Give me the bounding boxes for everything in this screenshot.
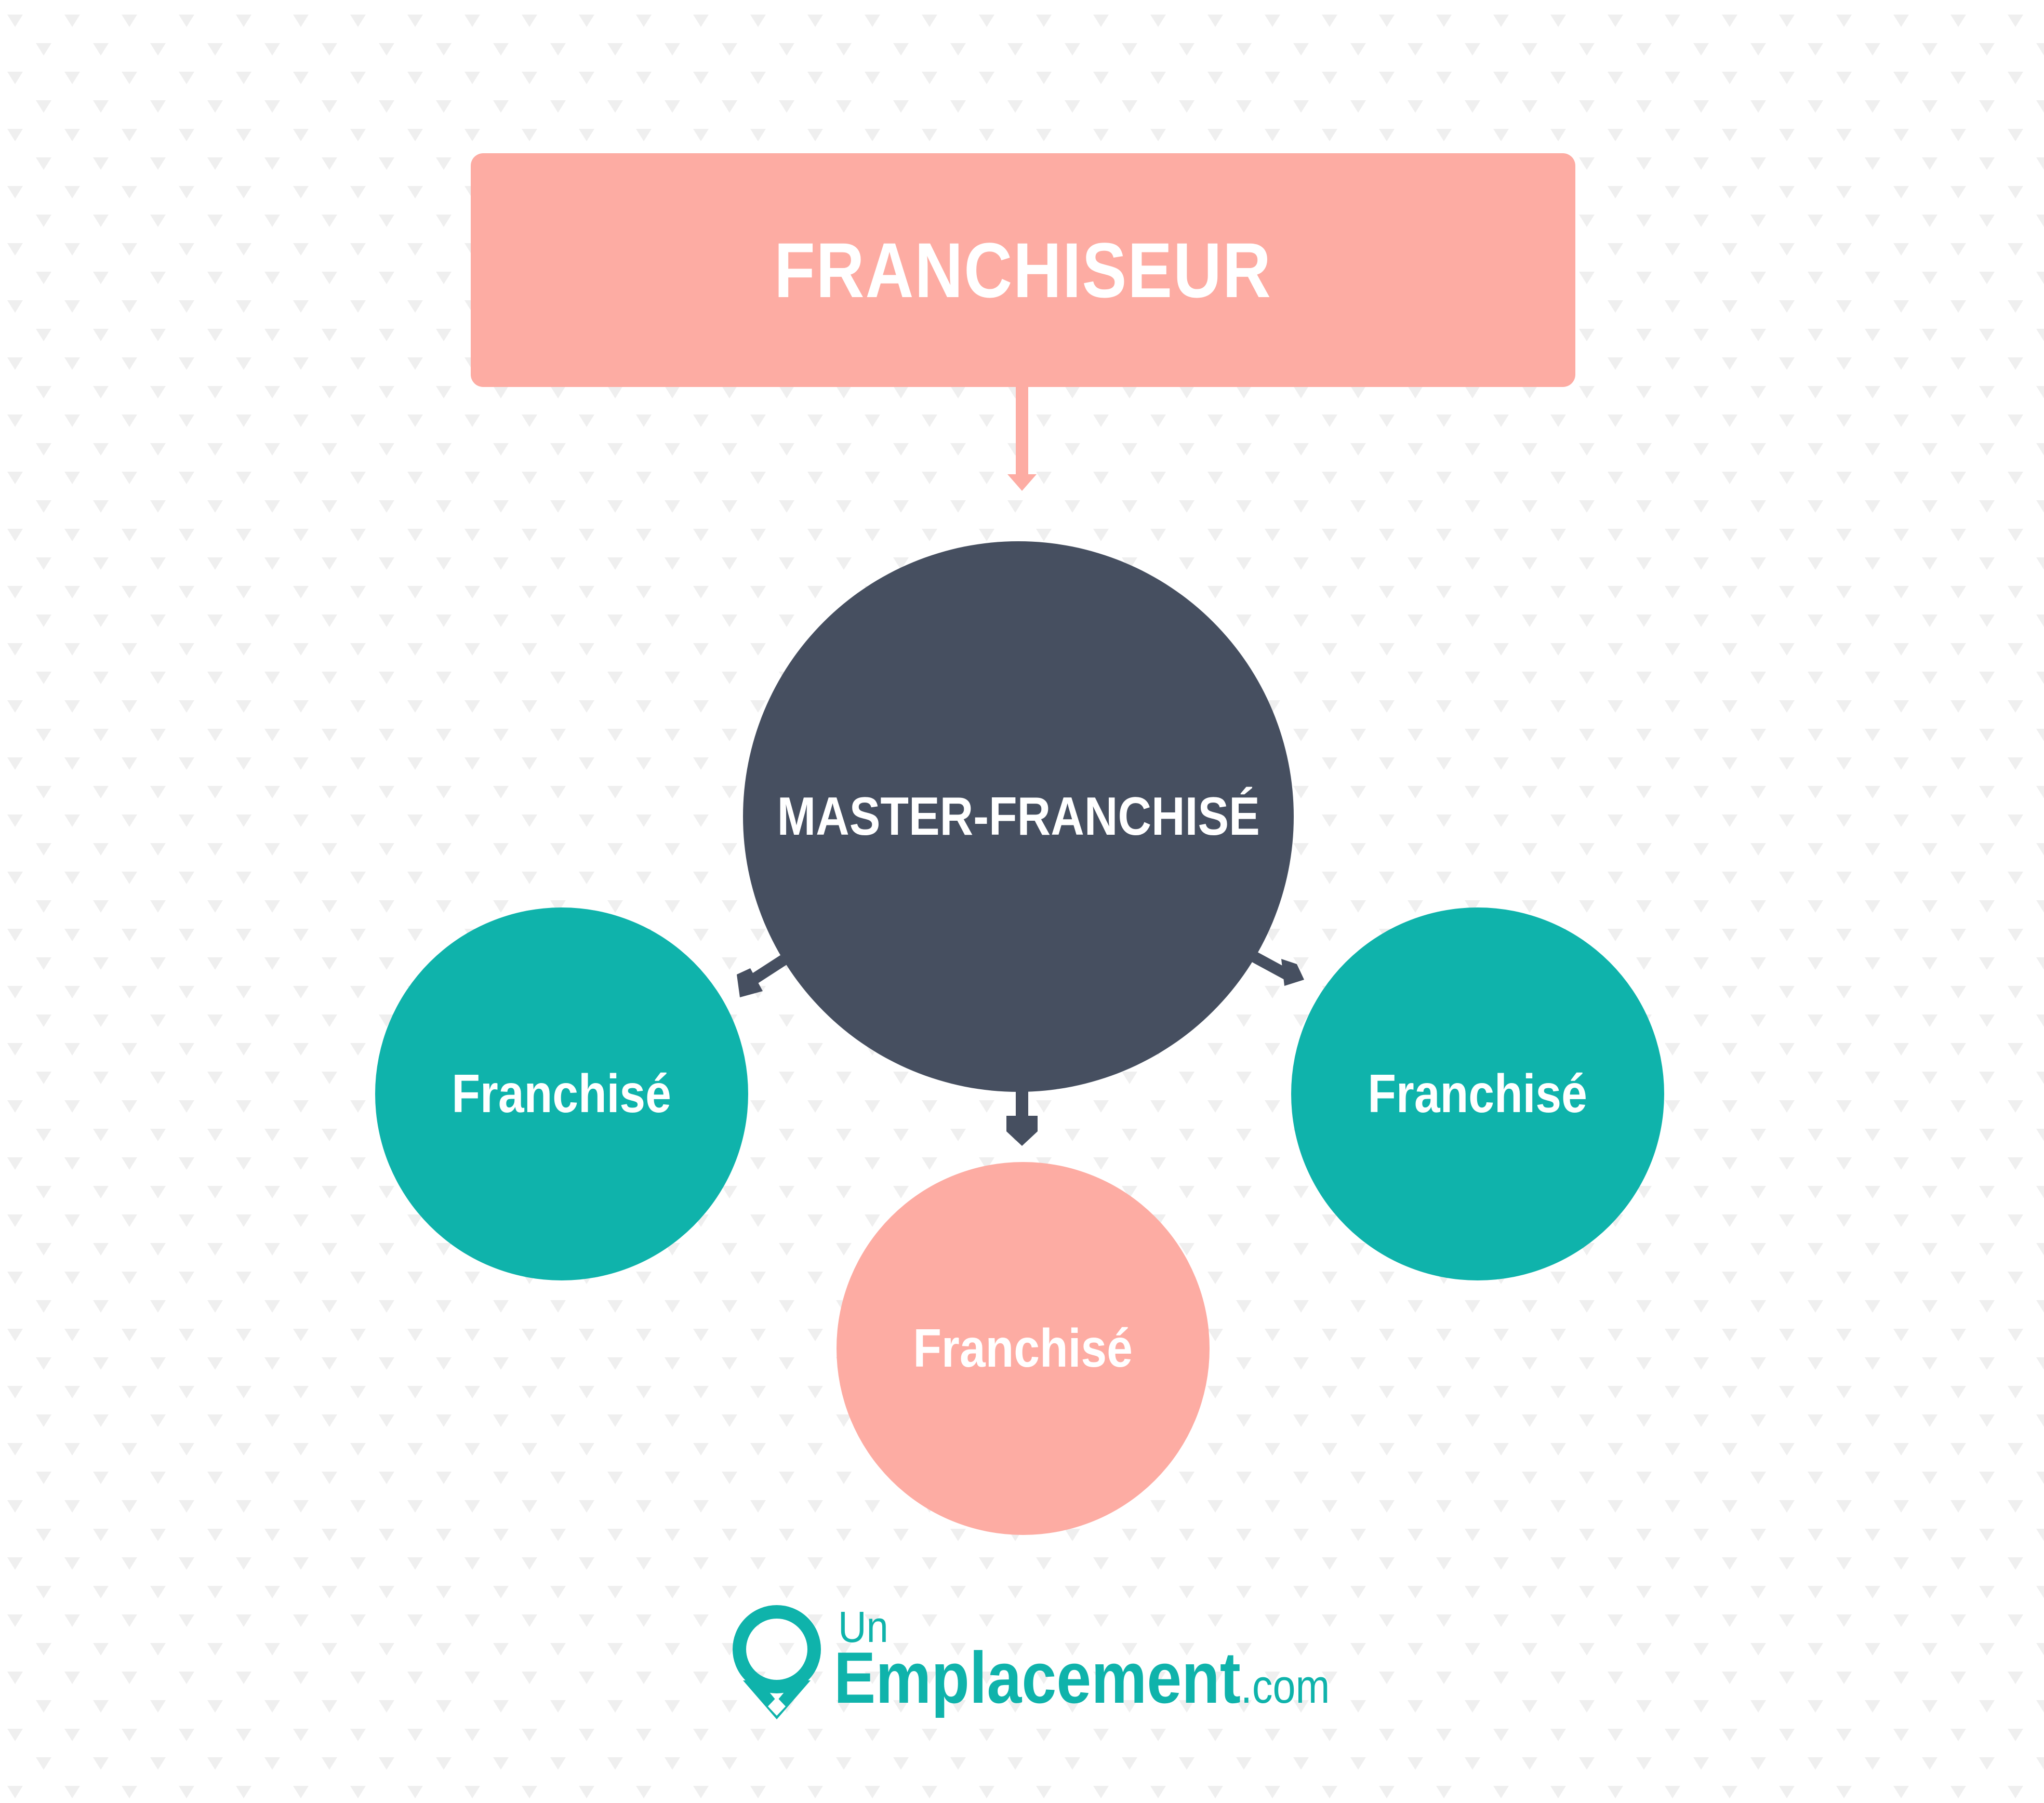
master-franchise-label: MASTER-FRANCHISÉ [777, 786, 1260, 847]
arrow-master-to-left [737, 955, 787, 997]
franchise-left-label: Franchisé [452, 1063, 672, 1124]
map-pin-icon [733, 1605, 821, 1719]
franchise-bottom-label: Franchisé [913, 1318, 1133, 1379]
franchise-left-circle: Franchisé [375, 907, 748, 1280]
arrow-master-to-right [1251, 952, 1304, 986]
unemplacement-logo[interactable]: Un Emplacement.com [725, 1600, 1330, 1730]
arrow-master-to-bottom [1006, 1088, 1038, 1146]
logo-text-suffix: .com [1240, 1660, 1330, 1713]
franchise-right-circle: Franchisé [1291, 907, 1664, 1280]
arrow-franchiseur-to-master [1007, 387, 1037, 491]
master-franchise-circle: MASTER-FRANCHISÉ [743, 541, 1294, 1092]
logo-text-main: Emplacement.com [834, 1641, 1330, 1714]
logo-text-emplacement: Emplacement [834, 1637, 1241, 1718]
franchiseur-label: FRANCHISEUR [774, 226, 1272, 314]
logo-text-un: Un [838, 1602, 888, 1651]
franchise-bottom-circle: Franchisé [837, 1162, 1210, 1535]
franchiseur-box: FRANCHISEUR [471, 153, 1575, 387]
franchise-right-label: Franchisé [1368, 1063, 1588, 1124]
